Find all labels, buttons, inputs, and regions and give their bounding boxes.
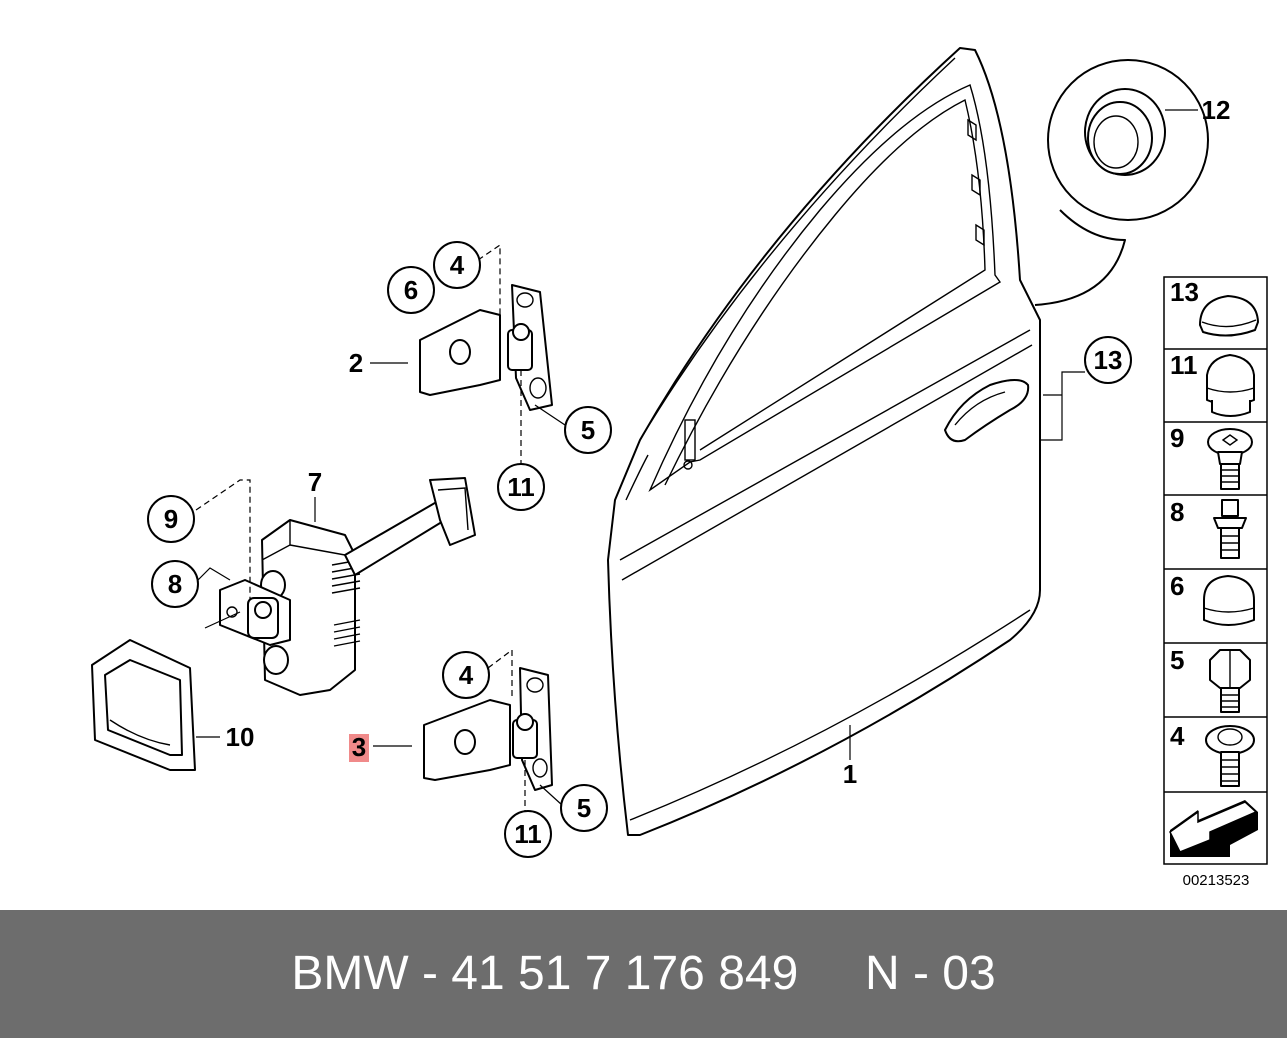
leader-lines bbox=[195, 109, 1198, 815]
legend-item-8: 8 bbox=[1170, 497, 1184, 527]
hex-bolt-icon bbox=[1209, 649, 1251, 713]
callout-label: 6 bbox=[404, 275, 418, 305]
callout-label: 11 bbox=[507, 472, 535, 502]
part-number-caption: BMW - 41 51 7 176 849 N - 03 bbox=[291, 947, 996, 1000]
legend-item-9: 9 bbox=[1170, 423, 1184, 453]
callout-label: 5 bbox=[581, 415, 595, 445]
hinge-lower bbox=[423, 667, 553, 791]
cap-nut-icon bbox=[1206, 354, 1255, 417]
callout-8: 8 bbox=[151, 560, 199, 608]
label-7: 7 bbox=[308, 467, 322, 497]
callout-label: 9 bbox=[164, 504, 178, 534]
callout-label: 11 bbox=[514, 819, 542, 849]
magnifier-detail bbox=[1034, 59, 1209, 306]
torx-screw-icon bbox=[1207, 428, 1253, 490]
callout-5-bottom: 5 bbox=[560, 784, 608, 832]
diagram-ref-code: 00213523 bbox=[1183, 872, 1250, 889]
legend-item-11: 11 bbox=[1170, 350, 1198, 380]
plug-cap-icon bbox=[1199, 295, 1259, 337]
parts-diagram: 4 6 5 11 9 8 4 5 11 13 1 2 3 7 10 12 bbox=[91, 47, 1268, 889]
parts-legend: 13 11 9 8 6 5 4 bbox=[1163, 276, 1268, 865]
stud-bolt-icon bbox=[1213, 499, 1247, 559]
callout-11-bottom: 11 bbox=[504, 810, 552, 858]
label-12: 12 bbox=[1202, 95, 1231, 125]
callout-label: 8 bbox=[168, 569, 182, 599]
legend-item-6: 6 bbox=[1170, 571, 1184, 601]
legend-item-5: 5 bbox=[1170, 645, 1184, 675]
callout-5-top: 5 bbox=[564, 406, 612, 454]
callout-4-top: 4 bbox=[433, 241, 481, 289]
label-10: 10 bbox=[226, 722, 255, 752]
door-panel bbox=[607, 47, 1041, 836]
callout-label: 4 bbox=[459, 660, 474, 690]
callout-label: 4 bbox=[450, 250, 465, 280]
callout-label: 13 bbox=[1094, 345, 1123, 375]
callout-4-bottom: 4 bbox=[442, 651, 490, 699]
callout-11-top: 11 bbox=[497, 463, 545, 511]
callout-9: 9 bbox=[147, 495, 195, 543]
callout-6: 6 bbox=[387, 266, 435, 314]
hinge-upper bbox=[419, 284, 553, 411]
callout-label: 5 bbox=[577, 793, 591, 823]
door-check-strap bbox=[219, 477, 476, 696]
flange-bolt-icon bbox=[1205, 725, 1255, 787]
door-grommet bbox=[91, 639, 196, 771]
highlight-box bbox=[349, 734, 369, 762]
plug-icon bbox=[1203, 575, 1255, 626]
legend-item-4: 4 bbox=[1170, 721, 1185, 751]
label-2: 2 bbox=[349, 348, 363, 378]
footer-bar: BMW - 41 51 7 176 849 N - 03 bbox=[0, 910, 1287, 1038]
label-3-highlighted: 3 bbox=[352, 732, 366, 762]
direction-arrow-icon bbox=[1169, 800, 1258, 857]
legend-item-13: 13 bbox=[1170, 277, 1199, 307]
label-1: 1 bbox=[843, 759, 857, 789]
callout-13: 13 bbox=[1084, 336, 1132, 384]
